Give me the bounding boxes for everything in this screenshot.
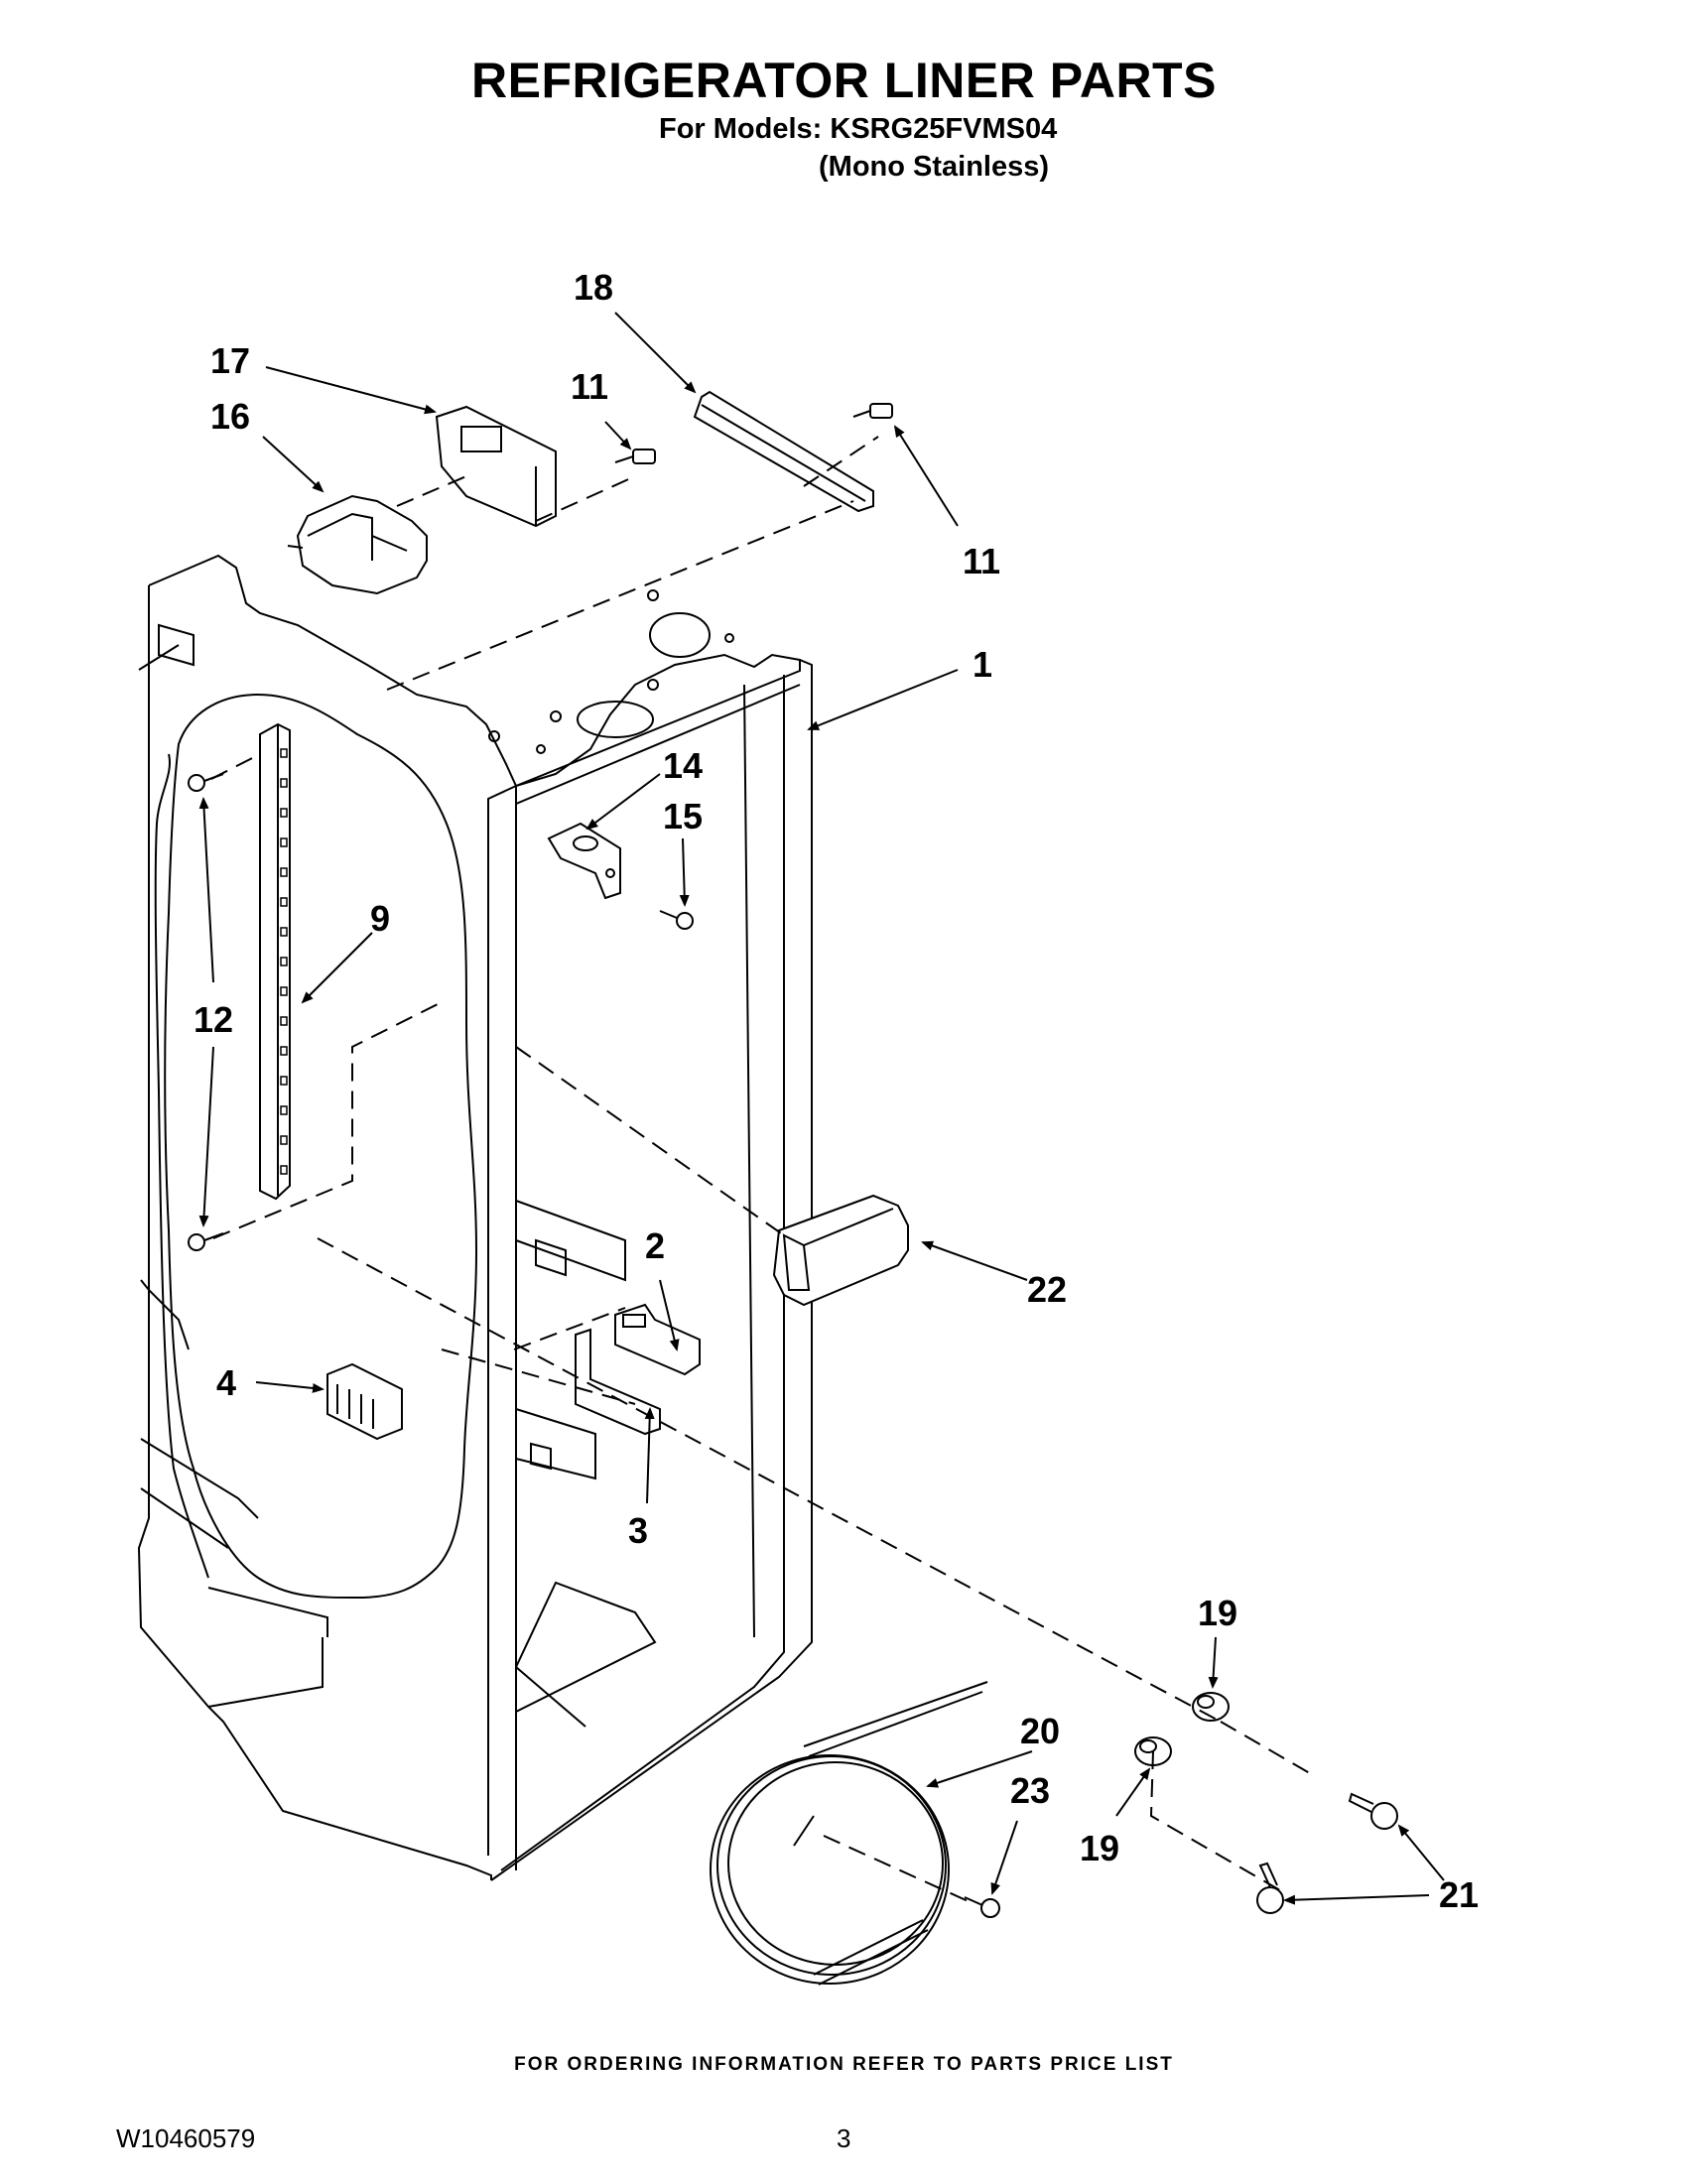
control-bracket xyxy=(435,405,557,528)
callout-16: 16 xyxy=(210,396,250,437)
callout-15: 15 xyxy=(663,796,703,836)
callout-3: 3 xyxy=(628,1510,648,1551)
page-title: REFRIGERATOR LINER PARTS xyxy=(471,53,1217,108)
plug-21-upper xyxy=(1348,1792,1398,1830)
callout-11-right: 11 xyxy=(963,541,1000,581)
callout-2: 2 xyxy=(645,1225,665,1266)
callout-9: 9 xyxy=(370,898,390,939)
screw-23 xyxy=(964,1896,1000,1918)
top-strip xyxy=(693,390,874,513)
control-housing xyxy=(287,494,428,595)
plug-21-lower xyxy=(1256,1862,1284,1914)
side-housing-22 xyxy=(772,1194,909,1307)
callout-19-lower: 19 xyxy=(1080,1828,1119,1868)
assembly-lines xyxy=(210,436,1316,1904)
variant-line: (Mono Stainless) xyxy=(819,151,1050,183)
bracket-14 xyxy=(547,822,621,900)
water-tube-coil xyxy=(710,1681,988,1986)
screw-11-right xyxy=(852,403,893,419)
bracket-3 xyxy=(575,1328,661,1436)
screw-11-left xyxy=(614,449,656,464)
models-line: For Models: KSRG25FVMS04 xyxy=(659,113,1058,145)
callout-11-left: 11 xyxy=(571,366,608,407)
vertical-shelf-rail xyxy=(259,722,291,1201)
callout-12: 12 xyxy=(194,999,233,1040)
callout-20: 20 xyxy=(1020,1711,1060,1751)
bracket-2 xyxy=(614,1303,701,1376)
document-number: W10460579 xyxy=(116,2123,256,2153)
callout-22: 22 xyxy=(1027,1269,1067,1310)
leader-arrows xyxy=(198,312,1445,1905)
screw-15 xyxy=(659,910,694,930)
callout-18: 18 xyxy=(574,267,613,308)
refrigerator-liner xyxy=(137,554,813,1881)
callout-19-upper: 19 xyxy=(1198,1593,1237,1633)
callout-labels: 1 2 3 4 9 11 11 12 14 15 16 17 18 19 19 … xyxy=(194,267,1479,1915)
callout-23: 23 xyxy=(1010,1770,1050,1811)
callout-4: 4 xyxy=(216,1362,236,1403)
callout-1: 1 xyxy=(973,644,992,685)
page-number: 3 xyxy=(837,2123,851,2153)
callout-14: 14 xyxy=(663,745,703,786)
callout-17: 17 xyxy=(210,340,250,381)
cap-19-upper xyxy=(1192,1692,1230,1722)
callout-21: 21 xyxy=(1439,1874,1479,1915)
ordering-note: FOR ORDERING INFORMATION REFER TO PARTS … xyxy=(514,2054,1174,2075)
vent-cover-4 xyxy=(326,1362,403,1441)
